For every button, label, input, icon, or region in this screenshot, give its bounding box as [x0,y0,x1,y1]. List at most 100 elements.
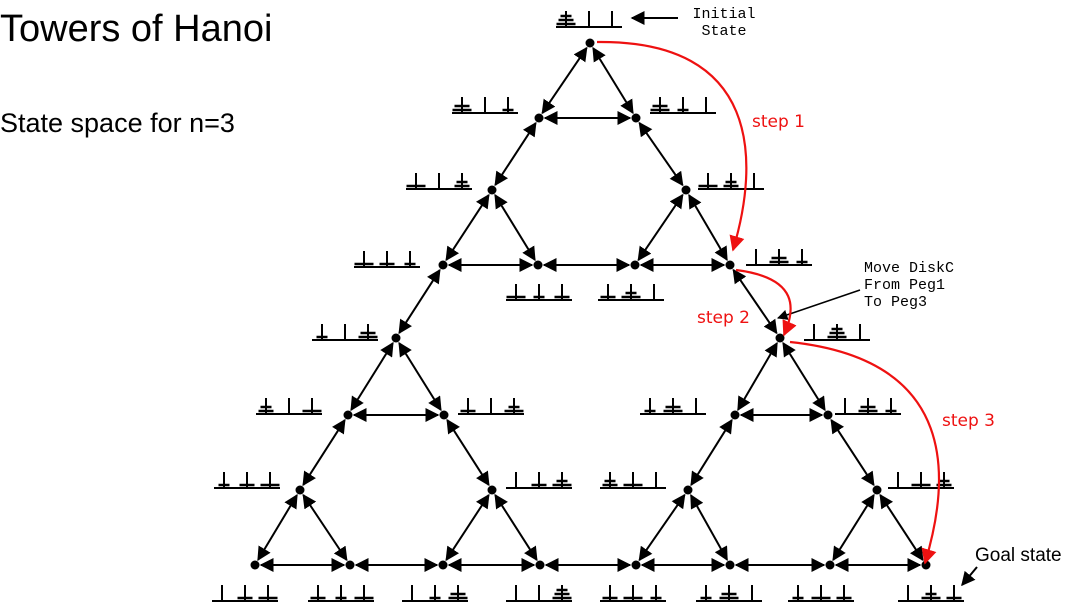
transition-edge [832,493,875,562]
peg-state-icon [650,97,716,114]
peg-state-icon [506,585,572,602]
peg-state-icon [506,472,572,489]
transition-edge [737,341,778,412]
transition-edge [446,418,490,487]
step2-arrow [735,268,797,337]
state-node [487,185,497,195]
state-node [775,333,785,343]
transition-edge [638,493,686,562]
state-node [631,113,641,123]
transition-edge [637,193,684,262]
transition-edge [541,46,588,115]
state-node [683,485,693,495]
transition-edge [302,493,348,562]
peg-state-icon [556,11,622,28]
transition-edge [257,493,298,562]
peg-state-icon [600,472,666,489]
state-node [391,333,401,343]
initial-state-label-line2: State [701,23,746,40]
peg-state-icon [506,284,572,301]
transition-edge [830,418,875,487]
slide-subtitle: State space for n=3 [0,108,235,138]
state-node [585,38,595,48]
goal-state-label: Goal state [975,545,1062,566]
peg-state-icon [598,284,664,301]
peg-state-icon [214,472,280,489]
peg-state-icon [312,324,378,341]
move-label-line1: Move DiskC [864,260,954,277]
transition-edge [732,268,778,335]
transition-edge [638,121,684,187]
peg-state-icon [600,585,666,602]
state-node [823,410,833,420]
peg-state-icons [212,11,964,602]
peg-state-icon [746,249,812,266]
state-node [345,560,355,570]
move-label-line2: From Peg1 [864,277,945,294]
transition-edge [879,493,924,562]
transition-edge [592,46,634,115]
transition-edge [445,193,490,262]
peg-state-icon [256,398,322,415]
peg-state-icon [406,173,472,190]
goal-state-callout: Goal state [961,545,1062,587]
peg-state-icon [212,585,278,602]
state-node [725,560,735,570]
peg-state-icon [788,585,854,602]
state-node [872,485,882,495]
peg-state-icon [696,585,762,602]
state-node [725,260,735,270]
state-node [250,560,260,570]
state-node [534,113,544,123]
state-node [533,260,543,270]
transition-edge [494,121,537,187]
transition-edge [690,494,728,561]
state-transitions [257,46,924,572]
move-disk-callout: Move DiskC From Peg1 To Peg3 [777,260,954,320]
transition-edge [782,341,826,412]
state-node [295,485,305,495]
step2-label: step 2 [697,308,750,328]
state-node [438,260,448,270]
transition-edge [494,193,536,262]
transition-edge [350,341,394,412]
peg-state-icon [458,398,524,415]
transition-edge [445,493,490,562]
state-node [631,560,641,570]
peg-state-icon [804,324,870,341]
state-node [630,260,640,270]
peg-state-icon [402,585,468,602]
peg-state-icon [835,398,901,415]
peg-state-icon [640,398,706,415]
peg-state-icon [354,251,420,268]
peg-state-icon [888,472,954,489]
peg-state-icon [452,97,518,114]
state-node [343,410,353,420]
step3-arrow [789,340,941,565]
step1-label: step 1 [752,112,805,132]
initial-state-label-line1: Initial [692,6,755,23]
slide-title: Towers of Hanoi [0,8,273,50]
peg-state-icon [698,173,764,190]
transition-edge [688,193,728,262]
transition-edge [398,268,441,335]
step3-label: step 3 [942,411,995,431]
peg-state-icon [898,585,964,602]
state-node [730,410,740,420]
transition-edge [494,493,538,562]
state-node [438,560,448,570]
transition-edge [690,418,733,487]
solution-path: step 1 step 2 step 3 [596,40,995,565]
state-nodes [250,38,931,570]
state-node [487,485,497,495]
state-node [439,410,449,420]
transition-edge [398,341,442,412]
peg-state-icon [308,585,374,602]
state-node [681,185,691,195]
state-node [825,560,835,570]
state-node [535,560,545,570]
move-label-line3: To Peg3 [864,294,927,311]
transition-edge [302,418,346,487]
step1-arrow [596,40,748,252]
